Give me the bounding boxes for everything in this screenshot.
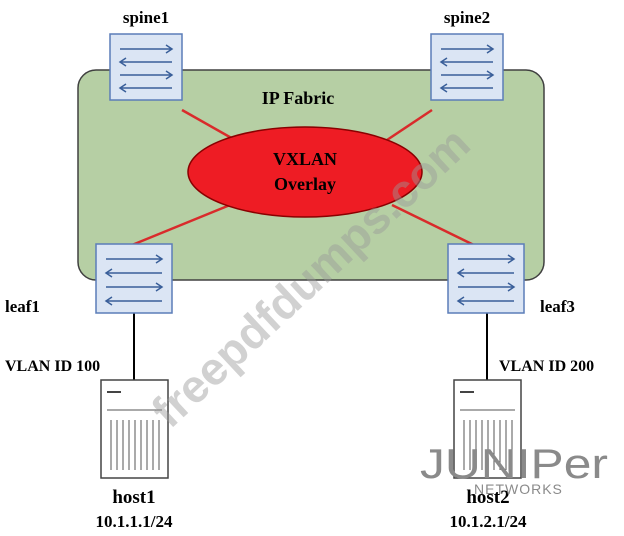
overlay-link-leaf3 [391,203,481,250]
overlay-label-line2: Overlay [274,174,336,194]
overlay-label-line1: VXLAN [273,149,337,169]
overlay-link-spine1 [181,108,236,142]
leaf3-label: leaf3 [540,297,575,316]
overlay-link-spine2 [386,108,433,142]
ip-fabric-label: IP Fabric [262,88,335,108]
leaf1-vlan-label: VLAN ID 100 [5,358,100,375]
leaf1-switch [95,243,173,314]
spine1-label: spine1 [123,8,169,27]
host2-ip: 10.1.2.1/24 [450,512,527,531]
switch-arrows-icon [456,254,516,306]
overlay-link-leaf1 [131,203,231,247]
leaf3-vlan-label: VLAN ID 200 [499,358,594,375]
spine2-label: spine2 [444,8,490,27]
host1-ip: 10.1.1.1/24 [96,512,173,531]
host2-server [453,379,522,479]
switch-arrows-icon [104,254,164,306]
spine2-switch [430,33,504,101]
spine1-switch [109,33,183,101]
juniper-logo-brand: JUNIPer [420,440,608,487]
switch-arrows-icon [439,44,495,93]
vxlan-overlay [187,126,423,218]
host1-server [100,379,169,479]
leaf3-switch [447,243,525,314]
juniper-logo-sub: NETWORKS [474,481,563,497]
leaf1-label: leaf1 [5,297,40,316]
host2-name: host2 [466,487,509,508]
host1-name: host1 [112,487,155,508]
switch-arrows-icon [118,44,174,93]
